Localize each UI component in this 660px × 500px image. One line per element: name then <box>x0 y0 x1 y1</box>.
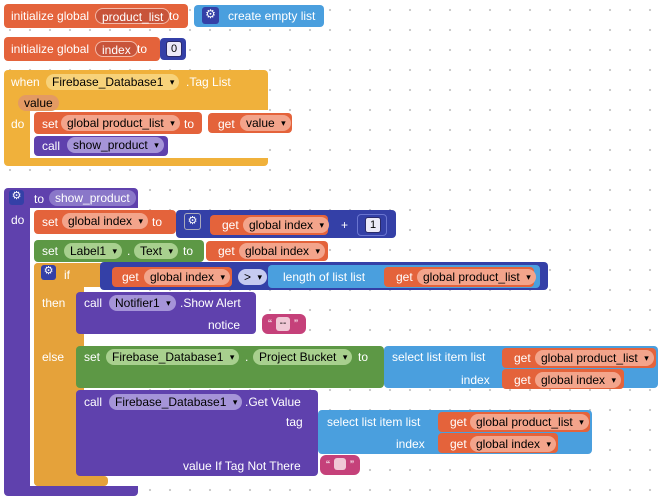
then-header[interactable] <box>34 290 80 314</box>
tag-label: tag <box>286 415 303 429</box>
quote-close: ” <box>294 317 298 331</box>
get-keyword: get <box>450 437 467 451</box>
gear-icon[interactable]: ⚙ <box>9 190 24 205</box>
notice-label: notice <box>208 318 241 332</box>
method-name: .Show Alert <box>180 296 241 310</box>
if-keyword: if <box>64 268 70 282</box>
else-header[interactable] <box>34 344 80 368</box>
component-dropdown[interactable]: Notifier1 <box>109 295 176 311</box>
init-to-label: to <box>137 42 148 56</box>
get-keyword: get <box>514 351 531 365</box>
set-to-label: to <box>358 350 369 364</box>
init-to-label: to <box>169 9 180 23</box>
event-param-value[interactable]: value <box>18 95 59 111</box>
call-keyword: call <box>42 139 61 153</box>
create-empty-list-label: create empty list <box>228 9 316 23</box>
quote-open: “ <box>326 458 330 472</box>
index-label: index <box>461 373 490 387</box>
to-keyword: to <box>34 192 45 206</box>
quote-close: ” <box>350 458 354 472</box>
procedure-name-field[interactable]: show_product <box>49 190 136 206</box>
get-var-dropdown[interactable]: global index <box>243 217 330 233</box>
property-dropdown[interactable]: Text <box>134 243 179 259</box>
dot-separator: . <box>245 350 249 364</box>
if-bottom <box>34 476 108 486</box>
component-dropdown[interactable]: Firebase_Database1 <box>106 349 240 365</box>
init-keyword: initialize global <box>11 9 90 23</box>
plus-operator: + <box>341 218 349 232</box>
number-field[interactable]: 1 <box>365 217 381 233</box>
set-to-label: to <box>184 117 195 131</box>
set-keyword: set <box>84 350 101 364</box>
notice-value[interactable]: -- <box>276 317 290 331</box>
init-keyword: initialize global <box>11 42 90 56</box>
gear-icon[interactable]: ⚙ <box>184 213 201 230</box>
create-empty-list-block[interactable] <box>194 5 324 27</box>
index-label: index <box>396 437 425 451</box>
else-keyword: else <box>42 350 65 364</box>
get-keyword: get <box>514 373 531 387</box>
set-var-dropdown[interactable]: global index <box>62 213 149 229</box>
number-field[interactable]: 0 <box>166 41 182 57</box>
do-keyword: do <box>11 117 25 131</box>
do-keyword: do <box>11 213 25 227</box>
get-var-dropdown[interactable]: global product_list <box>417 269 536 285</box>
gear-icon[interactable]: ⚙ <box>202 7 219 24</box>
property-dropdown[interactable]: Project Bucket <box>253 349 353 365</box>
length-of-list-label: length of list list <box>283 270 366 284</box>
index-var-field[interactable]: index <box>95 41 138 57</box>
when-keyword: when <box>11 75 40 89</box>
get-var-dropdown[interactable]: global index <box>144 269 231 285</box>
get-keyword: get <box>222 218 239 232</box>
default-value-label: value If Tag Not There <box>183 459 301 473</box>
then-keyword: then <box>42 296 66 310</box>
get-var-dropdown[interactable]: global index <box>535 372 622 388</box>
gear-icon[interactable]: ⚙ <box>41 265 56 280</box>
compare-operator-dropdown[interactable]: > <box>238 269 268 285</box>
get-var-dropdown[interactable]: value <box>240 115 291 131</box>
get-var-dropdown[interactable]: global index <box>239 243 326 259</box>
call-keyword: call <box>84 395 103 409</box>
get-var-dropdown[interactable]: global index <box>470 436 557 452</box>
set-keyword: set <box>42 244 59 258</box>
set-var-dropdown[interactable]: global product_list <box>61 115 180 131</box>
select-list-item-label: select list item list <box>327 415 421 429</box>
empty-text-field[interactable] <box>334 458 346 470</box>
event-component-dropdown[interactable]: Firebase_Database1 <box>46 74 180 90</box>
get-keyword: get <box>218 117 235 131</box>
component-dropdown[interactable]: Firebase_Database1 <box>109 394 243 410</box>
dot-separator: . <box>127 244 131 258</box>
select-list-item-label: select list item list <box>392 350 486 364</box>
component-dropdown[interactable]: Label1 <box>64 243 123 259</box>
set-to-label: to <box>152 215 163 229</box>
get-keyword: get <box>122 270 139 284</box>
call-keyword: call <box>84 296 103 310</box>
set-to-label: to <box>183 244 194 258</box>
get-keyword: get <box>450 415 467 429</box>
quote-open: “ <box>268 317 272 331</box>
method-name: .Get Value <box>245 395 301 409</box>
event-name: .Tag List <box>186 75 231 89</box>
get-keyword: get <box>396 270 413 284</box>
call-proc-dropdown[interactable]: show_product <box>67 137 164 153</box>
get-var-dropdown[interactable]: global product_list <box>470 414 589 430</box>
set-keyword: set <box>42 215 59 229</box>
get-keyword: get <box>218 244 235 258</box>
set-keyword: set <box>42 117 59 131</box>
product-list-var-field[interactable]: product_list <box>95 8 171 24</box>
get-var-dropdown[interactable]: global product_list <box>535 350 654 366</box>
